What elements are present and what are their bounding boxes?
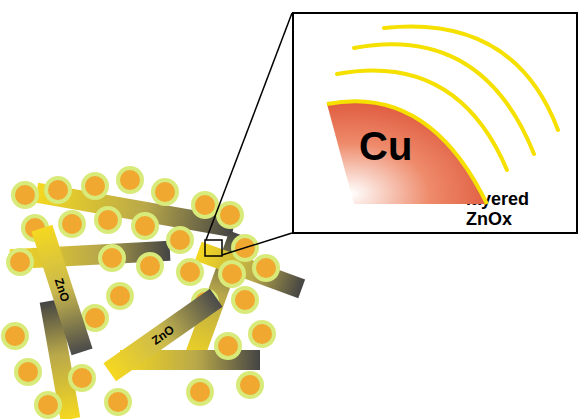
cu-label: Cu: [359, 124, 412, 169]
cu-particle: [218, 203, 242, 227]
cu-particle: [13, 183, 37, 207]
cu-particle: [118, 168, 142, 192]
cu-particle: [216, 334, 240, 358]
zoom-square: [205, 240, 222, 256]
cu-particle: [220, 262, 244, 286]
rod-label: ZnO: [52, 276, 73, 303]
cu-particle: [238, 373, 262, 397]
cu-particle: [178, 260, 202, 284]
cu-particle: [254, 256, 278, 280]
cu-particle: [100, 246, 124, 270]
zoom-line: [206, 13, 292, 240]
rod-label: ZnO: [149, 322, 177, 347]
cu-shell: [327, 101, 487, 204]
cu-particle: [250, 322, 274, 346]
cu-particle: [8, 250, 32, 274]
cu-particle: [168, 228, 192, 252]
cu-particle: [83, 306, 107, 330]
zno-rods: [10, 183, 306, 419]
cu-particle: [96, 208, 120, 232]
cu-particle: [106, 390, 130, 414]
cu-particle: [133, 214, 157, 238]
inset-box: layered ZnOxCu: [292, 12, 578, 234]
cu-particle: [16, 360, 40, 384]
cu-particle: [188, 380, 212, 404]
cu-particle: [3, 324, 27, 348]
cu-particle: [153, 180, 177, 204]
cu-particle: [36, 393, 60, 417]
cu-particle: [70, 366, 94, 390]
zoom-line: [222, 233, 292, 255]
cu-particle: [193, 193, 217, 217]
cu-particle: [83, 174, 107, 198]
cu-particle: [46, 178, 70, 202]
cu-particle: [138, 254, 162, 278]
cu-particle: [233, 288, 257, 312]
cu-particles: [3, 168, 278, 417]
cu-particle: [108, 284, 132, 308]
cu-fill: [327, 101, 487, 204]
cu-wedge: Cu: [319, 92, 494, 212]
cu-particle: [60, 212, 84, 236]
